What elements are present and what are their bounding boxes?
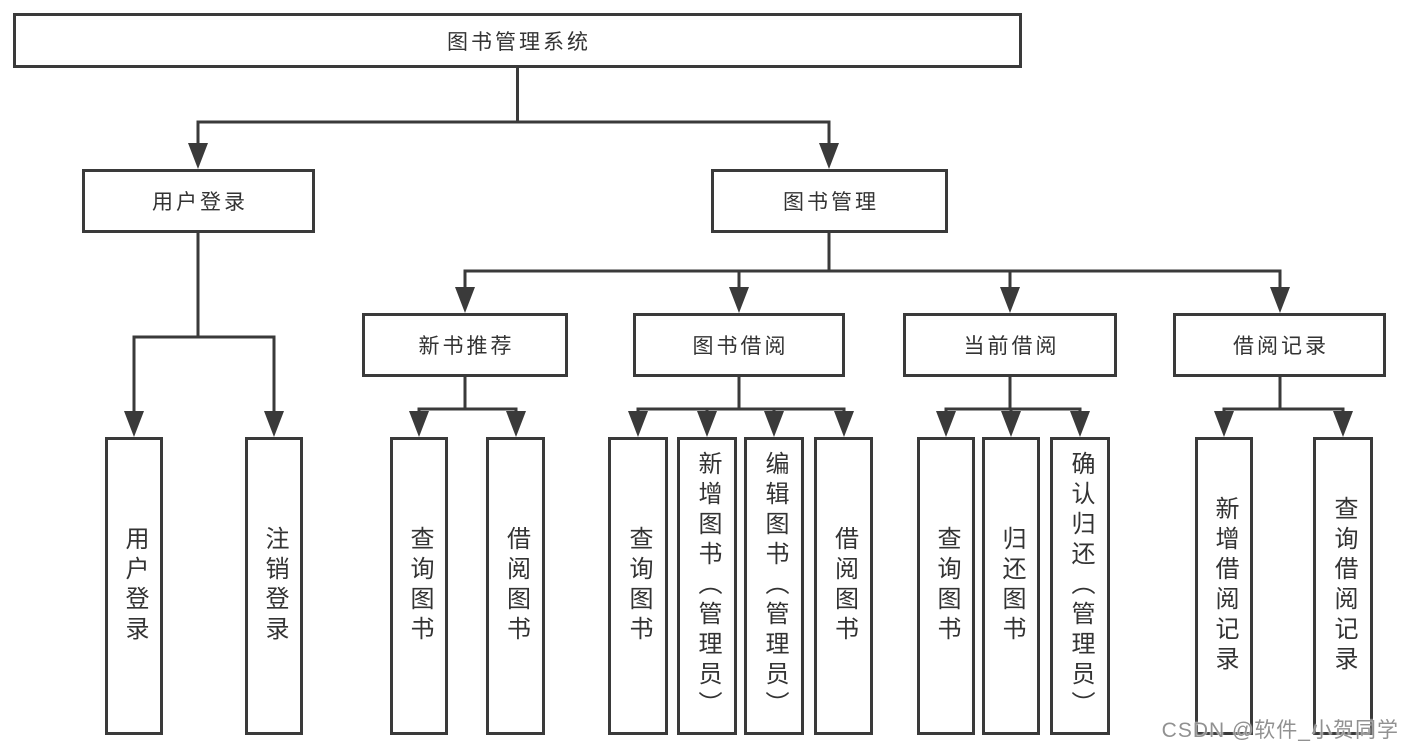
node-book-borrowing: 图书借阅 <box>633 313 845 377</box>
leaf-query-books-borrowing: 查询图书 <box>608 437 668 735</box>
node-book-management-branch: 图书管理 <box>711 169 948 233</box>
node-current-borrowing: 当前借阅 <box>903 313 1117 377</box>
leaf-logout: 注销登录 <box>245 437 303 735</box>
leaf-borrow-books-borrowing: 借阅图书 <box>814 437 873 735</box>
leaf-user-login: 用户登录 <box>105 437 163 735</box>
leaf-query-books-recommend: 查询图书 <box>390 437 448 735</box>
arrowhead-icons <box>124 143 1353 437</box>
node-new-book-recommendation: 新书推荐 <box>362 313 568 377</box>
leaf-query-borrow-record: 查询借阅记录 <box>1313 437 1373 735</box>
leaf-borrow-books-recommend: 借阅图书 <box>486 437 545 735</box>
node-user-login-branch: 用户登录 <box>82 169 315 233</box>
leaf-query-books-current: 查询图书 <box>917 437 975 735</box>
connector-lines <box>132 66 1345 414</box>
leaf-add-books-admin: 新增图书（管理员） <box>677 437 737 735</box>
leaf-return-books: 归还图书 <box>982 437 1040 735</box>
csdn-watermark: CSDN @软件_小贺同学 <box>1161 719 1399 742</box>
node-library-management-system: 图书管理系统 <box>13 13 1022 68</box>
leaf-add-borrow-record: 新增借阅记录 <box>1195 437 1253 735</box>
leaf-confirm-return-admin: 确认归还（管理员） <box>1050 437 1110 735</box>
leaf-edit-books-admin: 编辑图书（管理员） <box>744 437 804 735</box>
node-borrowing-records: 借阅记录 <box>1173 313 1386 377</box>
